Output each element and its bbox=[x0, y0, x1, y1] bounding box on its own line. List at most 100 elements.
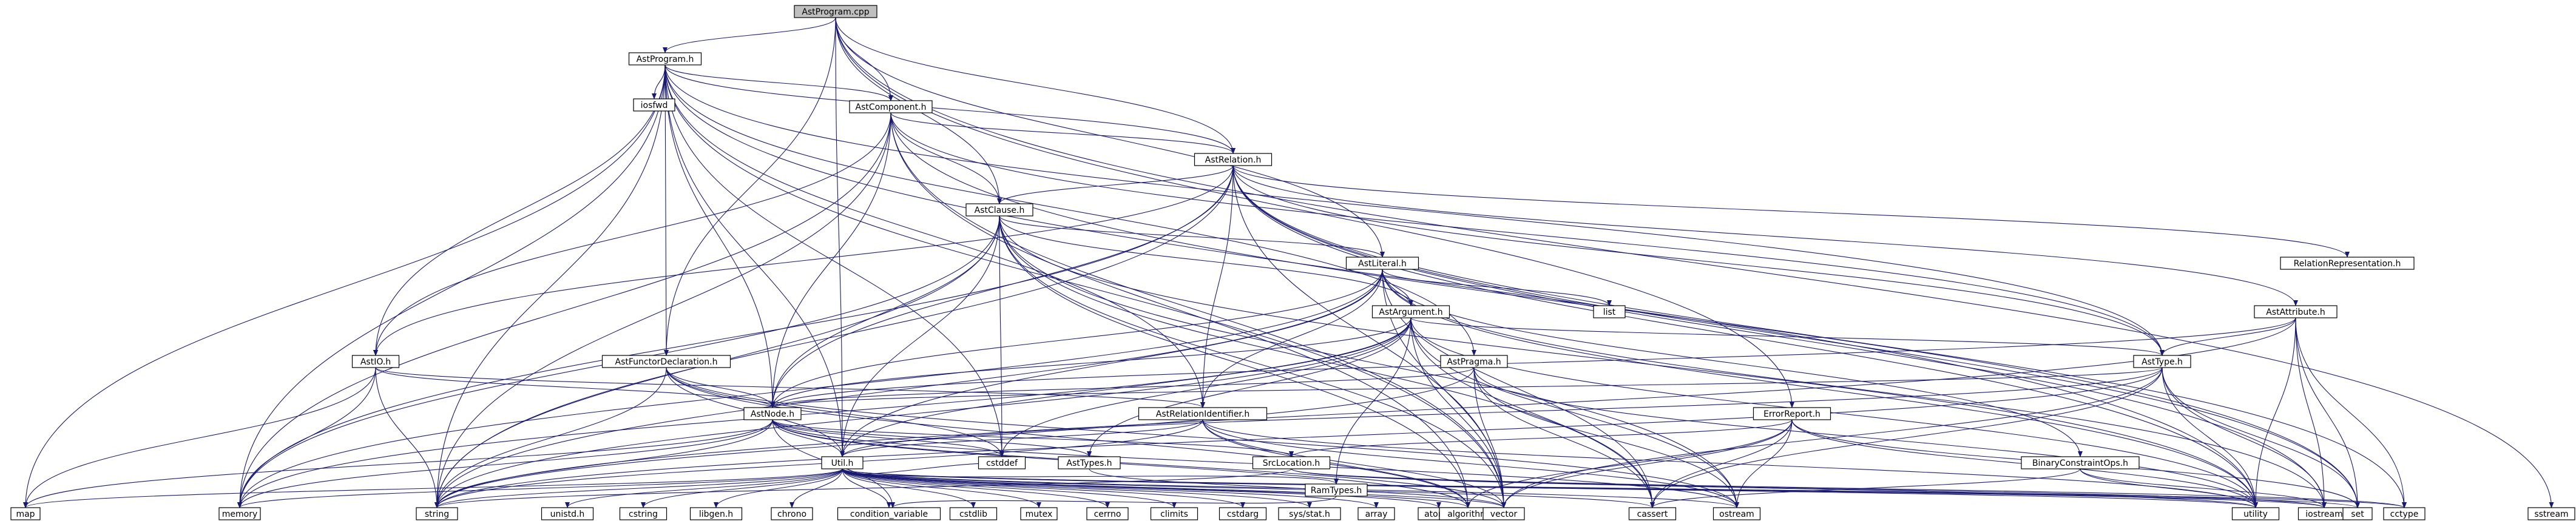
node-box bbox=[2280, 257, 2415, 270]
edge-ast-literal-h-to-list bbox=[1382, 269, 1612, 306]
node-ast-literal-h[interactable]: AstLiteral.h bbox=[1345, 257, 1419, 270]
node-label: AstType.h bbox=[2142, 357, 2183, 367]
edge-ast-program-h-to-utility bbox=[664, 64, 2258, 508]
edge-ast-type-h-to-utility bbox=[2162, 367, 2258, 508]
node-box bbox=[1371, 305, 1450, 318]
edge-ast-relation-h-to-ast-clause-h bbox=[997, 165, 1234, 204]
node-ast-clause-h[interactable]: AstClause.h bbox=[965, 203, 1033, 217]
node-ast-types-h[interactable]: AstTypes.h bbox=[1058, 456, 1121, 469]
edge-ast-relation-h-to-ast-io-h bbox=[373, 165, 1234, 356]
node-box bbox=[218, 507, 261, 520]
edge-src-location-h-to-cctype bbox=[1291, 468, 2407, 508]
edge-ast-literal-h-to-string bbox=[434, 269, 1383, 508]
node-src-location-h[interactable]: SrcLocation.h bbox=[1252, 456, 1331, 469]
node-box bbox=[1440, 355, 1508, 368]
edge-error-report-h-to-vector bbox=[1501, 419, 1793, 508]
node-ast-type-h[interactable]: AstType.h bbox=[2133, 355, 2191, 368]
node-ast-relation-identifier-h[interactable]: AstRelationIdentifier.h bbox=[1138, 407, 1268, 420]
edge-ast-program-h-to-vector bbox=[664, 64, 1506, 508]
node-box bbox=[1278, 507, 1341, 520]
node-climits: climits bbox=[1150, 507, 1198, 520]
node-cctype: cctype bbox=[2383, 507, 2426, 520]
node-label: AstLiteral.h bbox=[1358, 259, 1407, 269]
node-error-report-h[interactable]: ErrorReport.h bbox=[1753, 407, 1831, 420]
edge-ast-literal-h-to-utility bbox=[1382, 269, 2258, 508]
node-label: RelationRepresentation.h bbox=[2294, 259, 2401, 269]
node-box bbox=[601, 355, 731, 368]
node-box bbox=[1482, 507, 1525, 520]
edge-ast-component-h-to-ast-io-h bbox=[373, 112, 891, 356]
edge-ast-program-h-to-ast-type-h bbox=[664, 64, 2165, 356]
node-box bbox=[1194, 153, 1273, 166]
edge-ast-program-h-to-map bbox=[23, 64, 666, 508]
node-ast-program-h[interactable]: AstProgram.h bbox=[628, 52, 702, 66]
node-box bbox=[1138, 407, 1268, 420]
node-ast-attribute-h[interactable]: AstAttribute.h bbox=[2254, 305, 2338, 318]
edge-ast-literal-h-to-ast-node-h bbox=[770, 269, 1383, 408]
edge-util-h-to-cstring bbox=[641, 468, 843, 508]
node-ostream: ostream bbox=[1712, 507, 1761, 520]
edge-error-report-h-to-cassert bbox=[1650, 419, 1793, 508]
edge-util-h-to-cstdlib bbox=[842, 468, 976, 508]
edge-ast-program-cpp-to-ast-program-h bbox=[663, 17, 836, 53]
node-list: list bbox=[1593, 305, 1626, 318]
node-label: cstring bbox=[629, 509, 658, 519]
edge-ast-component-h-to-ast-type-h bbox=[890, 112, 2165, 356]
node-ram-types-h[interactable]: RamTypes.h bbox=[1305, 483, 1368, 497]
node-label: unistd.h bbox=[550, 509, 585, 519]
node-label: AstComponent.h bbox=[856, 103, 927, 112]
node-set: set bbox=[2342, 507, 2373, 520]
node-ast-functor-declaration-h[interactable]: AstFunctorDeclaration.h bbox=[601, 355, 731, 368]
node-box bbox=[1150, 507, 1198, 520]
node-box bbox=[10, 507, 41, 520]
node-cerrno: cerrno bbox=[1086, 507, 1129, 520]
edge-ast-argument-h-to-cassert bbox=[1410, 317, 1655, 508]
node-ast-component-h[interactable]: AstComponent.h bbox=[849, 100, 933, 113]
edge-ast-program-h-to-ast-relation-h bbox=[664, 64, 1236, 154]
edge-ast-program-cpp-to-util-h bbox=[835, 17, 845, 457]
node-label: ostream bbox=[1719, 509, 1754, 519]
node-box bbox=[2133, 355, 2191, 368]
node-ast-node-h[interactable]: AstNode.h bbox=[743, 407, 802, 420]
edge-ast-clause-h-to-ast-literal-h bbox=[999, 215, 1385, 258]
node-label: sstream bbox=[2534, 509, 2568, 519]
edge-ast-program-h-to-ast-functor-declaration-h bbox=[663, 64, 669, 356]
edge-util-h-to-memory bbox=[237, 468, 843, 508]
edge-ast-pragma-h-to-ast-node-h bbox=[770, 367, 1475, 408]
edge-ast-literal-h-to-util-h bbox=[840, 269, 1383, 457]
edge-ast-attribute-h-to-ast-type-h bbox=[2160, 317, 2296, 356]
edge-util-h-to-chrono bbox=[789, 468, 843, 508]
node-ast-argument-h[interactable]: AstArgument.h bbox=[1371, 305, 1450, 318]
edge-util-h-to-ostream bbox=[842, 468, 1739, 508]
node-label: iosfwd bbox=[641, 101, 668, 110]
node-util-h[interactable]: Util.h bbox=[821, 456, 864, 469]
edge-ast-pragma-h-to-utility bbox=[1473, 367, 2258, 508]
node-chrono: chrono bbox=[771, 507, 813, 520]
node-ast-io-h[interactable]: AstIO.h bbox=[351, 355, 400, 368]
node-libgen-h: libgen.h bbox=[689, 507, 743, 520]
edge-util-h-to-map bbox=[23, 468, 843, 508]
edge-ast-argument-h-to-ostream bbox=[1410, 317, 1739, 508]
node-label: Util.h bbox=[831, 459, 854, 468]
edges-layer bbox=[23, 17, 2554, 508]
edge-ast-relation-identifier-h-to-utility bbox=[1202, 419, 2258, 508]
edge-ast-functor-declaration-h-to-ast-node-h bbox=[666, 367, 775, 408]
edge-ast-component-h-to-memory bbox=[237, 112, 891, 508]
node-label: RamTypes.h bbox=[1311, 486, 1362, 496]
node-ast-relation-h[interactable]: AstRelation.h bbox=[1194, 153, 1273, 166]
node-cstddef: cstddef bbox=[978, 456, 1026, 469]
node-binary-constraint-ops-h[interactable]: BinaryConstraintOps.h bbox=[2021, 456, 2140, 469]
edge-util-h-to-algorithm bbox=[842, 468, 1470, 508]
node-label: mutex bbox=[1026, 509, 1053, 519]
node-label: AstRelationIdentifier.h bbox=[1156, 409, 1249, 419]
node-box bbox=[821, 456, 864, 469]
node-label: cassert bbox=[1637, 509, 1668, 519]
node-cstring: cstring bbox=[619, 507, 668, 520]
edge-ast-program-h-to-cstddef bbox=[664, 64, 1004, 457]
node-label: chrono bbox=[777, 509, 806, 519]
edge-ast-type-h-to-cassert bbox=[1650, 367, 2163, 508]
node-ast-pragma-h[interactable]: AstPragma.h bbox=[1440, 355, 1508, 368]
node-relation-representation-h[interactable]: RelationRepresentation.h bbox=[2280, 257, 2415, 270]
node-ast-program-cpp[interactable]: AstProgram.cpp bbox=[794, 5, 877, 18]
edge-ast-pragma-h-to-string bbox=[434, 367, 1475, 508]
